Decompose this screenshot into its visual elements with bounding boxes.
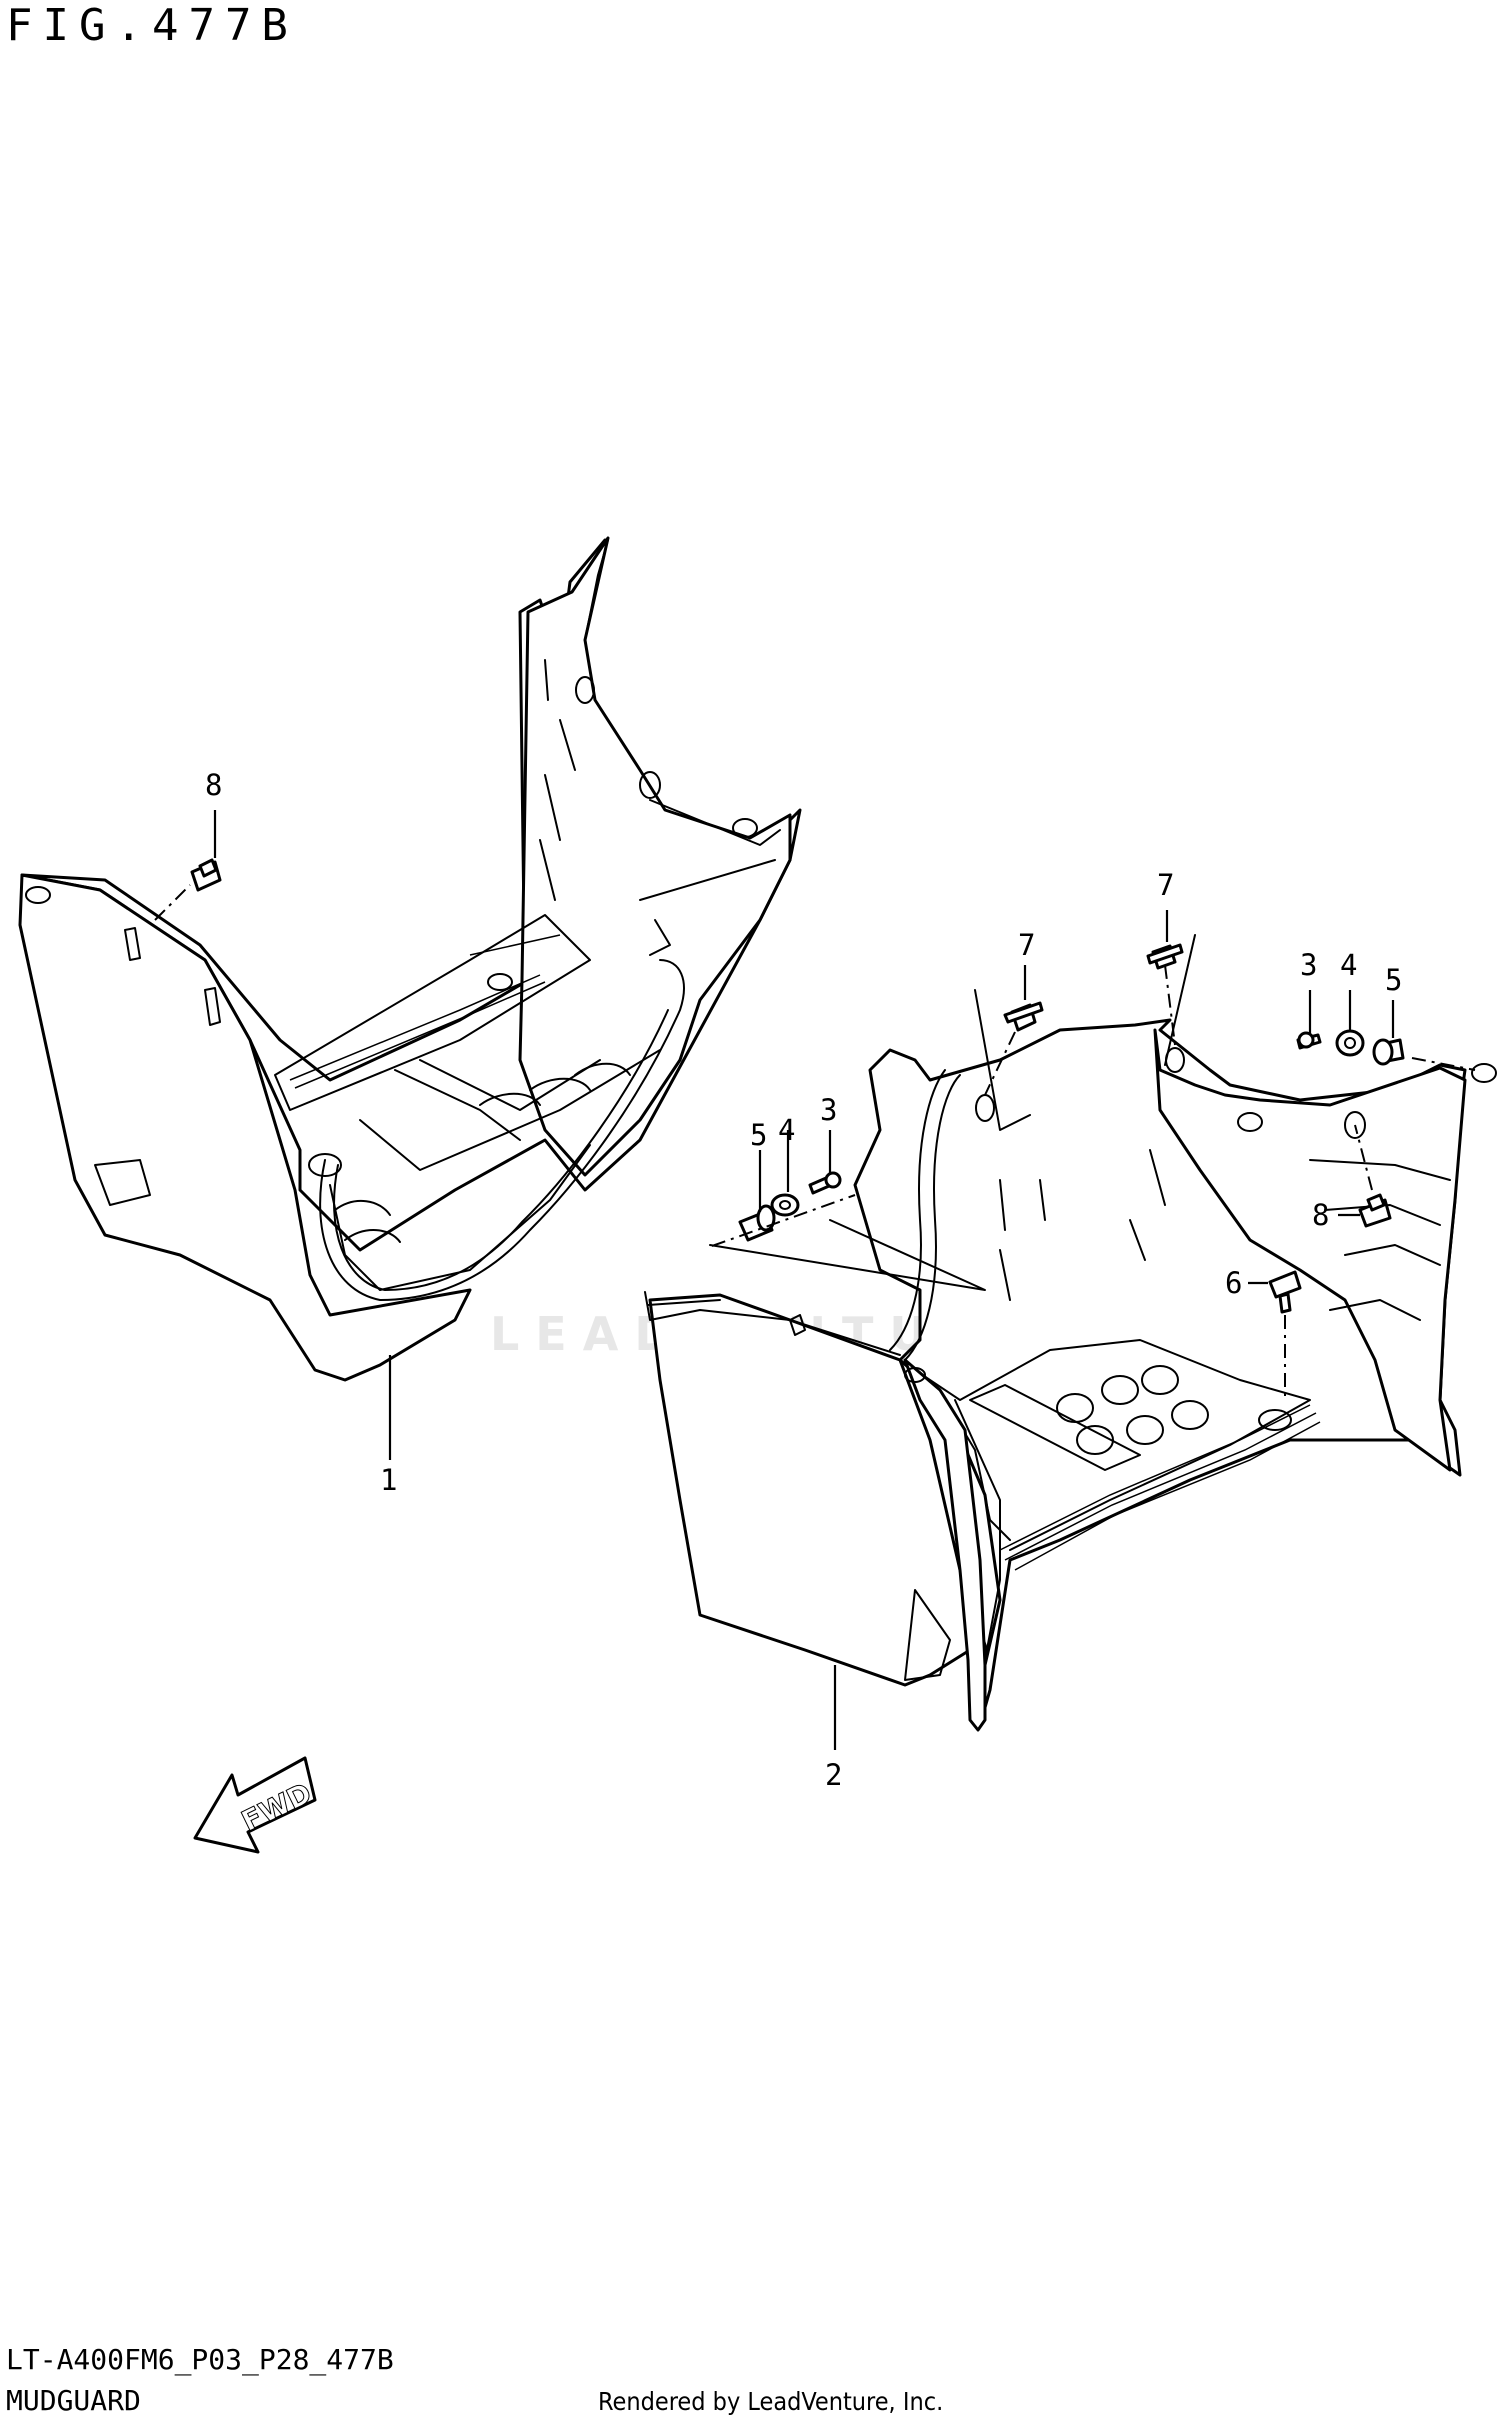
render-credit: Rendered by LeadVenture, Inc. — [598, 2387, 944, 2416]
callout-7-right: 7 — [1157, 868, 1174, 902]
callout-7-center: 7 — [1018, 928, 1035, 962]
collar-5-right[interactable] — [1372, 1038, 1405, 1066]
fwd-arrow: FWD — [193, 1756, 317, 1854]
left-mudguard[interactable] — [18, 536, 802, 1382]
bolt-8-right[interactable] — [1358, 1193, 1392, 1228]
bolt-8-left[interactable] — [190, 858, 222, 892]
washer-4-center[interactable] — [770, 1193, 800, 1217]
callout-6: 6 — [1225, 1266, 1242, 1300]
callout-8-left: 8 — [205, 768, 222, 802]
model-code: LT-A400FM6_P03_P28_477B — [6, 2343, 394, 2376]
right-mudguard[interactable] — [644, 1018, 1497, 1732]
bolt-6[interactable] — [1268, 1270, 1302, 1314]
screw-3-center[interactable] — [808, 1171, 842, 1195]
callout-3-right: 3 — [1300, 948, 1317, 982]
callout-1: 1 — [380, 1463, 397, 1497]
screw-3-right[interactable] — [1296, 1031, 1322, 1050]
leader-lines — [154, 810, 1476, 1750]
group-name: MUDGUARD — [6, 2384, 141, 2417]
bolt-7-right[interactable] — [1146, 943, 1184, 970]
callout-2: 2 — [825, 1758, 842, 1792]
callout-4-right: 4 — [1340, 948, 1357, 982]
bolt-7-center[interactable] — [1003, 1001, 1044, 1032]
callout-labels: 1 2 3 3 4 4 5 5 6 7 7 8 8 — [205, 768, 1402, 1792]
callout-5-right: 5 — [1385, 963, 1402, 997]
figure-title: FIG.477B — [6, 0, 298, 51]
washer-4-right[interactable] — [1335, 1029, 1365, 1057]
callout-3-center: 3 — [820, 1093, 837, 1127]
callout-4-center: 4 — [778, 1113, 795, 1147]
callout-5-center: 5 — [750, 1118, 767, 1152]
callout-8-right: 8 — [1312, 1198, 1329, 1232]
